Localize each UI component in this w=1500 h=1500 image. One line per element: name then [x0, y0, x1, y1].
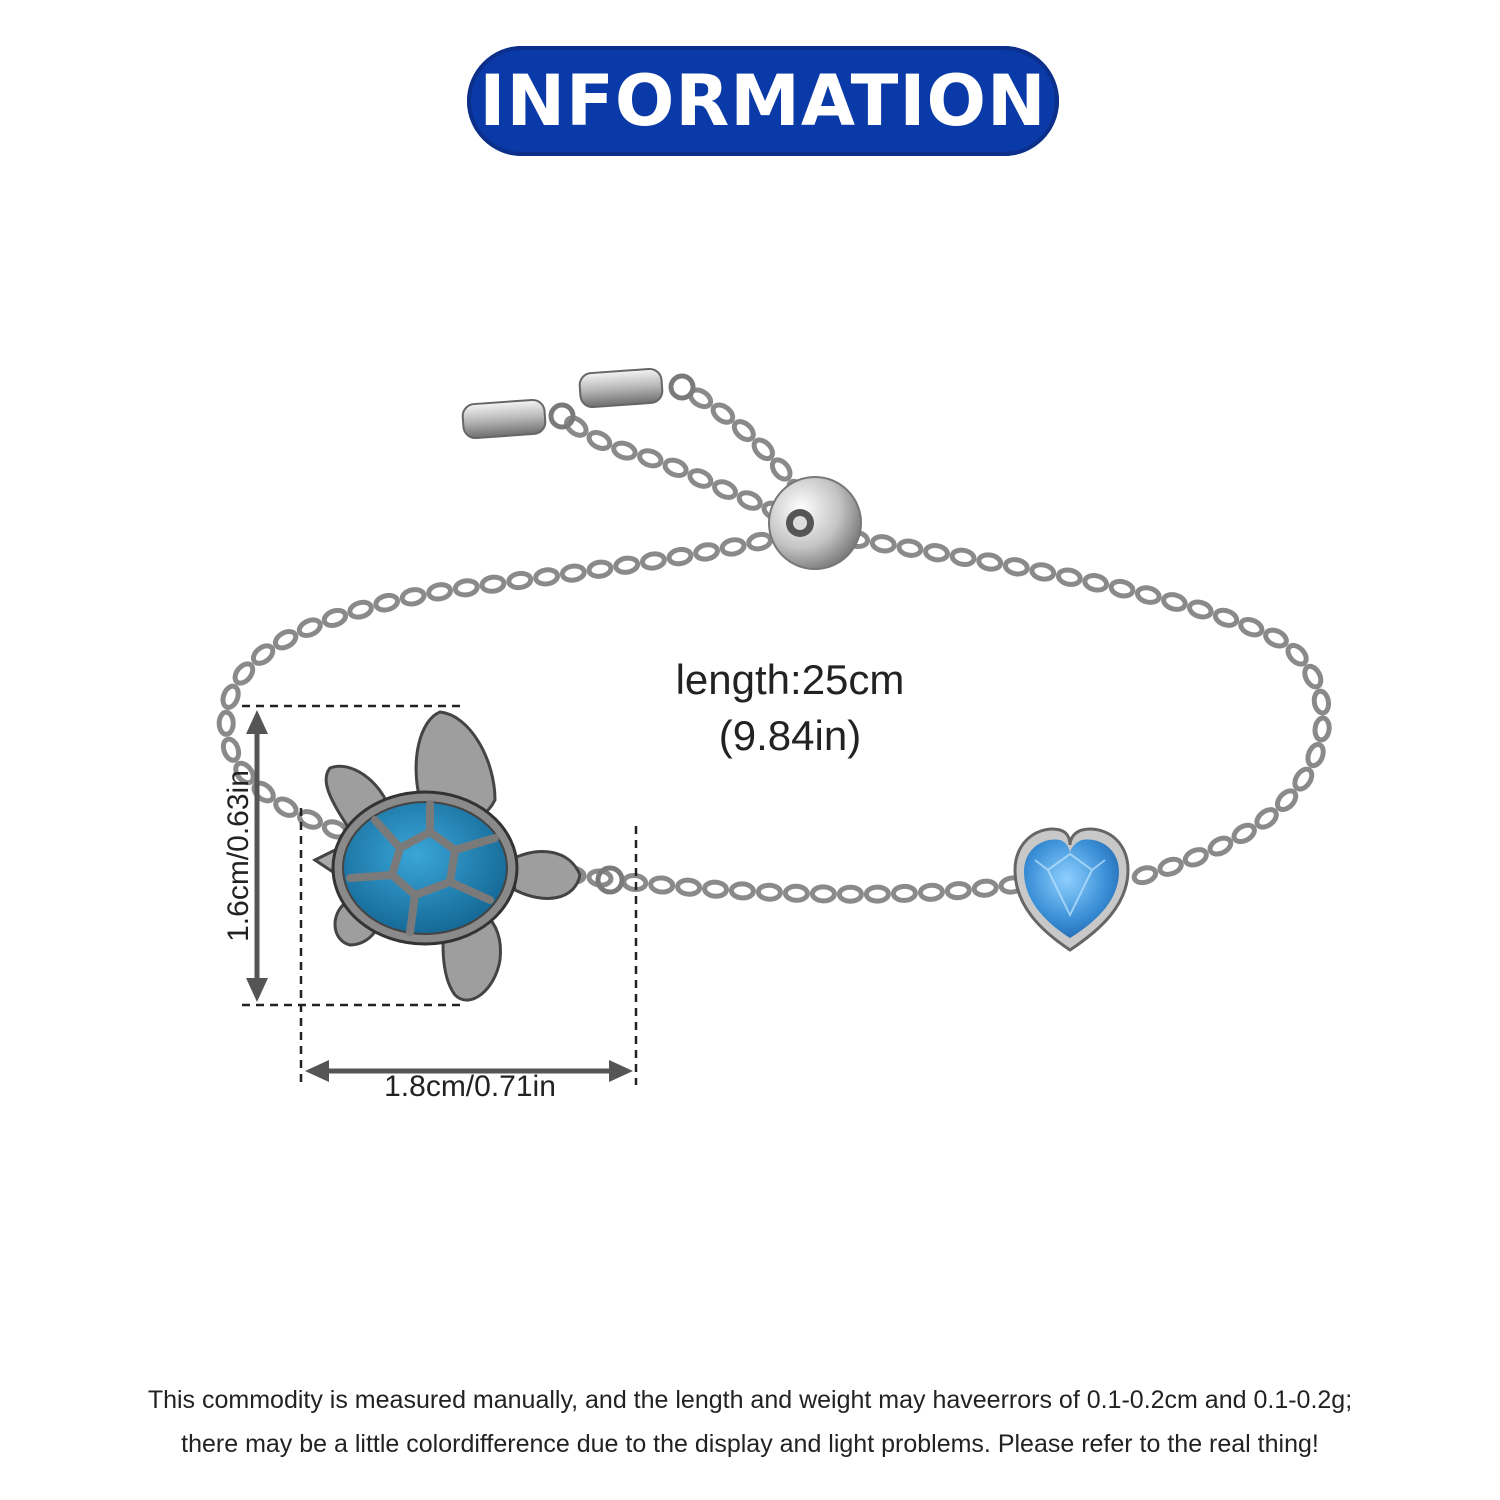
chain-link [232, 661, 256, 686]
chain-link [586, 430, 613, 451]
chain-link [1305, 742, 1326, 769]
chain-link [321, 607, 349, 628]
chain-link [1254, 807, 1279, 830]
chain-link [1263, 627, 1289, 649]
disclaimer-line-1: This commodity is measured manually, and… [147, 1386, 1353, 1414]
chain-link [751, 437, 775, 462]
chain-link [836, 884, 864, 904]
chain-link [710, 402, 736, 425]
chain-link [782, 883, 810, 903]
chain-link [917, 882, 945, 902]
chain-link [712, 479, 738, 500]
chain-link [1292, 766, 1315, 792]
chain-link [220, 736, 242, 763]
width-label: 1.8cm/0.71in [384, 1070, 556, 1103]
chain-link [559, 563, 587, 583]
chain-link [719, 537, 747, 557]
chain-link [1212, 607, 1240, 628]
chain-link [373, 592, 401, 613]
chain-link [648, 875, 676, 895]
chain-link [869, 534, 897, 554]
chain-link [1182, 847, 1209, 868]
chain-end-cap-left [461, 398, 576, 440]
chain-link [399, 587, 427, 607]
chain-link [731, 419, 756, 443]
chain-link [896, 538, 924, 558]
width-arrow [305, 1060, 633, 1082]
turtle-charm [312, 710, 625, 1002]
page-title: INFORMATION [479, 60, 1047, 142]
chain-link [1161, 592, 1188, 612]
chain-link [736, 490, 763, 511]
chain-link [479, 574, 507, 594]
chain-link [1187, 599, 1214, 620]
chain-link [769, 457, 793, 482]
chain-link [693, 542, 720, 562]
length-in: (9.84in) [718, 712, 862, 759]
chain-link [613, 555, 641, 575]
chain-link [586, 559, 614, 579]
chain-link [1285, 642, 1309, 667]
chain-link [1134, 585, 1162, 605]
chain-link [216, 709, 236, 737]
chain-link [250, 643, 276, 666]
chain-link [1312, 715, 1332, 743]
chain-link [611, 440, 638, 461]
length-annotation: length:25cm (9.84in) [620, 652, 960, 764]
chain-link [755, 882, 783, 902]
chain-link [533, 567, 561, 587]
chain-end-cap-right [578, 367, 696, 409]
chain-link [1157, 856, 1184, 877]
chain-link [949, 547, 977, 567]
chain-link [639, 551, 667, 571]
chain-link [662, 457, 689, 478]
chain-link [347, 599, 374, 620]
chain-link [1274, 788, 1299, 813]
title-banner: INFORMATION [467, 46, 1059, 156]
heart-charm [1013, 827, 1130, 952]
height-arrow [246, 710, 268, 1002]
chain-link [1238, 617, 1265, 638]
chain-link [1131, 865, 1159, 886]
chain-link [746, 531, 773, 552]
disclaimer-line-2: there may be a little colordifference du… [181, 1430, 1319, 1458]
chain-link [220, 683, 241, 710]
chain-link [296, 617, 323, 638]
chain-link [564, 415, 589, 438]
chain-link [1055, 567, 1083, 587]
chain-link [675, 877, 703, 897]
slider-bead [768, 476, 862, 570]
chain-link [702, 879, 729, 899]
length-cm: length:25cm [675, 656, 905, 703]
chain-link [923, 543, 950, 563]
chain-link [1302, 663, 1324, 690]
disclaimer: This commodity is measured manually, and… [60, 1378, 1440, 1466]
chain-link [976, 552, 1004, 572]
chain-link [1311, 688, 1332, 716]
chain-link [426, 582, 454, 602]
chain-link [233, 760, 256, 786]
dimension-guides [242, 704, 638, 1085]
chain-link [1207, 835, 1234, 857]
chain-link [728, 881, 756, 901]
chain-link [1002, 557, 1030, 577]
chain-link [863, 884, 891, 904]
chain-link [1108, 578, 1136, 599]
chain-link [666, 546, 694, 567]
chain-link [1029, 562, 1057, 582]
chain-link [272, 629, 299, 651]
chain-link [506, 570, 534, 591]
chain-link [944, 881, 972, 901]
height-label: 1.6cm/0.63in [222, 770, 255, 942]
chain-link [637, 448, 664, 469]
chain-link [890, 883, 918, 903]
chain-link [809, 884, 837, 904]
chain-link [273, 796, 299, 818]
chain-link [687, 468, 714, 489]
chain-link [1231, 822, 1257, 845]
chain-link [1082, 573, 1110, 593]
chain-link [452, 578, 480, 598]
chain-link [971, 878, 999, 898]
